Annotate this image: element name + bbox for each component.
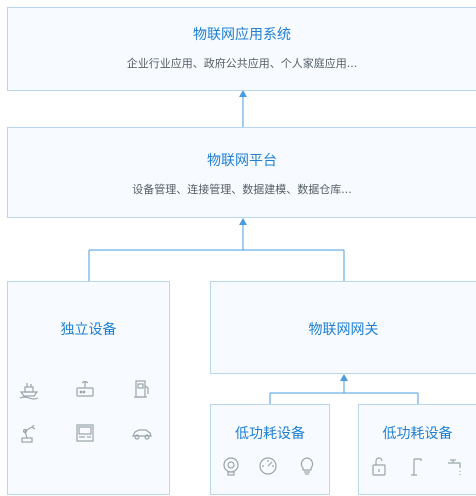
gauge-icon — [257, 455, 279, 477]
platform-layer-box: 物联网平台 设备管理、连接管理、数据建模、数据仓库... — [7, 127, 476, 218]
platform-layer-subtitle: 设备管理、连接管理、数据建模、数据仓库... — [132, 183, 352, 196]
gateway-title: 物联网网关 — [308, 322, 379, 338]
lock-icon — [368, 455, 390, 477]
water-meter-icon — [220, 455, 242, 477]
arrow-up-icon — [239, 90, 247, 97]
low-power-devices-box-right: 低功耗设备 — [358, 404, 476, 495]
street-lamp-icon — [406, 455, 428, 477]
app-layer-title: 物联网应用系统 — [193, 27, 291, 43]
low-power-devices-title: 低功耗设备 — [235, 426, 305, 442]
arrow-up-icon — [340, 374, 348, 381]
gateway-box: 物联网网关 — [210, 281, 476, 374]
app-layer-box: 物联网应用系统 企业行业应用、政府公共应用、个人家庭应用... — [7, 7, 476, 91]
ship-icon — [18, 378, 40, 400]
low-power-devices-box-left: 低功耗设备 — [210, 404, 330, 495]
standalone-devices-box: 独立设备 — [7, 281, 170, 495]
car-icon — [131, 422, 153, 444]
terminal-icon — [74, 422, 96, 444]
standalone-devices-title: 独立设备 — [60, 322, 117, 338]
router-icon — [74, 378, 96, 400]
robot-arm-icon — [18, 422, 40, 444]
light-bulb-icon — [296, 455, 318, 477]
fuel-pump-icon — [131, 378, 153, 400]
app-layer-subtitle: 企业行业应用、政府公共应用、个人家庭应用... — [126, 57, 358, 70]
low-power-devices-title: 低功耗设备 — [382, 426, 453, 442]
faucet-icon — [444, 455, 466, 477]
arrow-up-icon — [239, 218, 247, 225]
platform-layer-title: 物联网平台 — [207, 153, 277, 169]
